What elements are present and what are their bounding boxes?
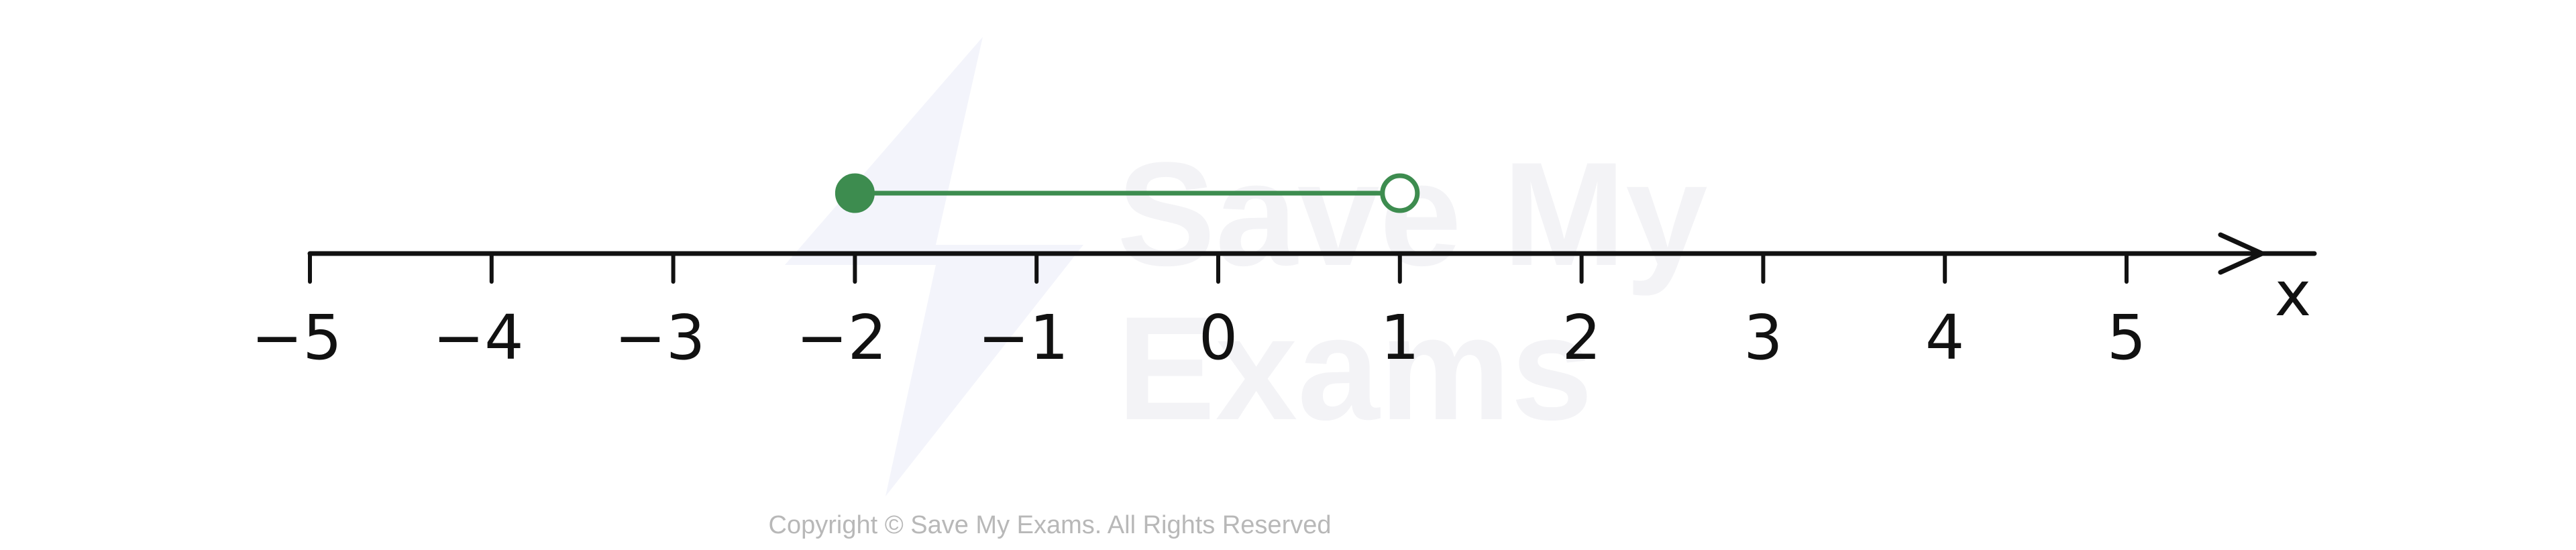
- tick-label: 3: [1743, 302, 1783, 374]
- tick-labels: −5 −4 −3 −2 −1 0 1 2 3 4 5: [251, 302, 2146, 374]
- interval-start-point: [835, 173, 875, 213]
- tick-label: 1: [1381, 302, 1420, 374]
- watermark-line1: Save My: [1117, 131, 1708, 296]
- tick-label: 5: [2107, 302, 2147, 374]
- watermark: Save My Exams: [785, 37, 1708, 496]
- tick-label: −4: [433, 302, 524, 374]
- tick-label: 2: [1562, 302, 1601, 374]
- interval-end-point: [1380, 173, 1420, 213]
- tick-label: −5: [251, 302, 342, 374]
- watermark-bolt-icon: [785, 37, 1083, 496]
- watermark-line2: Exams: [1117, 286, 1593, 451]
- axis-arrowhead: [2218, 232, 2265, 275]
- interval: [835, 173, 1420, 213]
- tick-label: −1: [977, 302, 1069, 374]
- tick-label: −3: [614, 302, 706, 374]
- tick-label: 4: [1925, 302, 1965, 374]
- axis-label: x: [2275, 258, 2311, 330]
- ticks: [308, 252, 2129, 284]
- axis: x: [307, 232, 2317, 330]
- copyright-text: Copyright © Save My Exams. All Rights Re…: [769, 511, 1332, 539]
- tick-label: 0: [1199, 302, 1238, 374]
- tick-label: −2: [796, 302, 888, 374]
